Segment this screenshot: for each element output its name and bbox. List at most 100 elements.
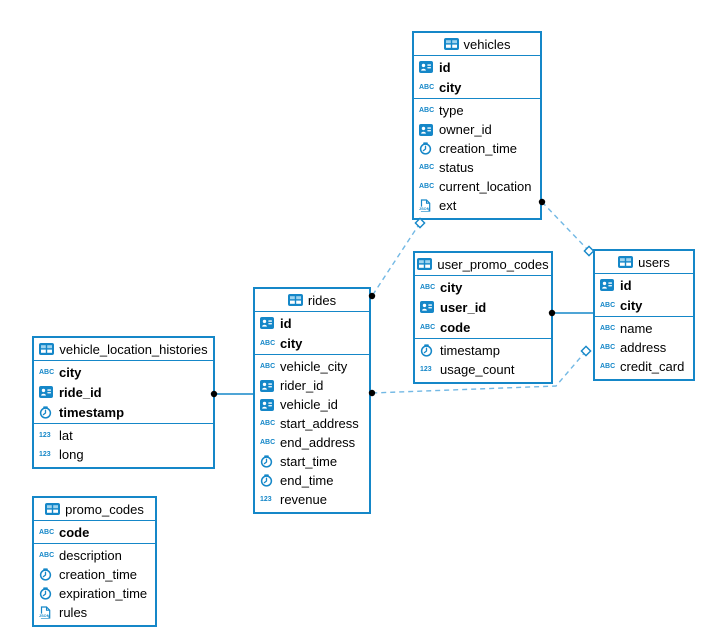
field-name: rules: [59, 605, 88, 620]
field-row[interactable]: ABC vehicle_city: [255, 357, 369, 376]
table-user_promo_codes[interactable]: user_promo_codes ABC city user_id ABC co…: [413, 251, 553, 384]
table-icon: [39, 343, 55, 355]
table-vehicle_location_histories[interactable]: vehicle_location_histories ABC city ride…: [32, 336, 215, 469]
field-row[interactable]: JSON rules: [34, 603, 155, 622]
id-badge-icon: [260, 317, 280, 329]
field-row[interactable]: expiration_time: [34, 584, 155, 603]
table-header[interactable]: users: [595, 251, 693, 274]
primary-key-section: id ABC city: [255, 312, 369, 355]
pk-field-row[interactable]: ABC city: [34, 362, 213, 382]
timestamp-clock-icon: [419, 142, 439, 155]
field-row[interactable]: ABC description: [34, 546, 155, 565]
field-row[interactable]: creation_time: [414, 139, 540, 158]
field-name: creation_time: [439, 141, 518, 156]
table-header[interactable]: rides: [255, 289, 369, 312]
pk-field-row[interactable]: id: [414, 57, 540, 77]
field-name: owner_id: [439, 122, 492, 137]
field-name: usage_count: [440, 362, 515, 377]
string-abc-icon: ABC: [39, 552, 55, 559]
pk-field-row[interactable]: timestamp: [34, 402, 213, 422]
timestamp-clock-icon: [39, 587, 59, 600]
table-rides[interactable]: rides id ABC city ABC vehicle_city rider…: [253, 287, 371, 514]
string-abc-icon: ABC: [260, 420, 276, 427]
number-123-icon: 123: [420, 366, 432, 373]
field-name: id: [439, 59, 451, 75]
pk-field-row[interactable]: ABC city: [595, 295, 693, 315]
table-icon: [618, 256, 634, 268]
svg-text:JSON: JSON: [419, 206, 430, 211]
pk-field-row[interactable]: id: [595, 275, 693, 295]
table-header[interactable]: vehicles: [414, 33, 540, 56]
pk-field-row[interactable]: ABC city: [255, 333, 369, 353]
field-row[interactable]: vehicle_id: [255, 395, 369, 414]
field-row[interactable]: ABC credit_card: [595, 357, 693, 376]
table-icon: [287, 294, 303, 306]
pk-field-row[interactable]: ride_id: [34, 382, 213, 402]
field-name: id: [280, 315, 292, 331]
field-name: end_time: [280, 473, 334, 488]
pk-field-row[interactable]: ABC city: [415, 277, 551, 297]
number-123-icon: 123: [260, 496, 272, 503]
field-row[interactable]: ABC current_location: [414, 177, 540, 196]
field-name: city: [59, 364, 82, 380]
field-row[interactable]: ABC end_address: [255, 433, 369, 452]
field-row[interactable]: ABC name: [595, 319, 693, 338]
string-abc-icon: ABC: [419, 183, 435, 190]
field-name: address: [620, 340, 667, 355]
field-row[interactable]: start_time: [255, 452, 369, 471]
svg-text:JSON: JSON: [39, 613, 50, 618]
field-name: code: [59, 524, 90, 540]
field-name: city: [440, 279, 463, 295]
field-name: vehicle_city: [280, 359, 348, 374]
field-row[interactable]: owner_id: [414, 120, 540, 139]
timestamp-clock-icon: [39, 405, 59, 419]
table-header[interactable]: promo_codes: [34, 498, 155, 521]
id-badge-icon: [260, 379, 280, 392]
string-abc-icon: ABC: [600, 301, 616, 309]
field-row[interactable]: ABC type: [414, 101, 540, 120]
string-abc-icon: ABC: [420, 283, 436, 291]
field-name: description: [59, 548, 122, 563]
table-header[interactable]: user_promo_codes: [415, 253, 551, 276]
pk-field-row[interactable]: id: [255, 313, 369, 333]
pk-field-row[interactable]: ABC code: [415, 317, 551, 337]
primary-key-section: ABC city ride_id timestamp: [34, 361, 213, 424]
field-row[interactable]: 123 long: [34, 445, 213, 464]
pk-field-row[interactable]: ABC code: [34, 522, 155, 542]
field-row[interactable]: creation_time: [34, 565, 155, 584]
pk-field-row[interactable]: ABC city: [414, 77, 540, 97]
field-name: revenue: [280, 492, 327, 507]
field-row[interactable]: 123 usage_count: [415, 360, 551, 379]
field-row[interactable]: ABC start_address: [255, 414, 369, 433]
field-row[interactable]: ABC address: [595, 338, 693, 357]
field-row[interactable]: end_time: [255, 471, 369, 490]
table-title: vehicle_location_histories: [59, 341, 208, 357]
id-badge-icon: [39, 386, 59, 398]
id-badge-icon: [419, 61, 439, 73]
field-section: 123 lat 123 long: [34, 424, 213, 467]
number-123-icon: 123: [39, 432, 51, 439]
field-row[interactable]: timestamp: [415, 341, 551, 360]
timestamp-clock-icon: [260, 455, 280, 468]
table-vehicles[interactable]: vehicles id ABC city ABC type owner_id c…: [412, 31, 542, 220]
field-name: ride_id: [59, 384, 102, 400]
pk-field-row[interactable]: user_id: [415, 297, 551, 317]
field-row[interactable]: 123 revenue: [255, 490, 369, 509]
timestamp-clock-icon: [39, 568, 59, 581]
primary-key-section: id ABC city: [595, 274, 693, 317]
field-name: vehicle_id: [280, 397, 338, 412]
field-row[interactable]: rider_id: [255, 376, 369, 395]
primary-key-section: id ABC city: [414, 56, 540, 99]
field-row[interactable]: ABC status: [414, 158, 540, 177]
field-section: ABC name ABC address ABC credit_card: [595, 317, 693, 379]
field-row[interactable]: JSON ext: [414, 196, 540, 215]
id-badge-icon: [419, 123, 439, 136]
table-icon: [443, 38, 459, 50]
string-abc-icon: ABC: [419, 164, 435, 171]
field-row[interactable]: 123 lat: [34, 426, 213, 445]
table-title: promo_codes: [65, 501, 144, 517]
table-header[interactable]: vehicle_location_histories: [34, 338, 213, 361]
table-promo_codes[interactable]: promo_codes ABC code ABC description cre…: [32, 496, 157, 627]
table-users[interactable]: users id ABC city ABC name ABC address A…: [593, 249, 695, 381]
